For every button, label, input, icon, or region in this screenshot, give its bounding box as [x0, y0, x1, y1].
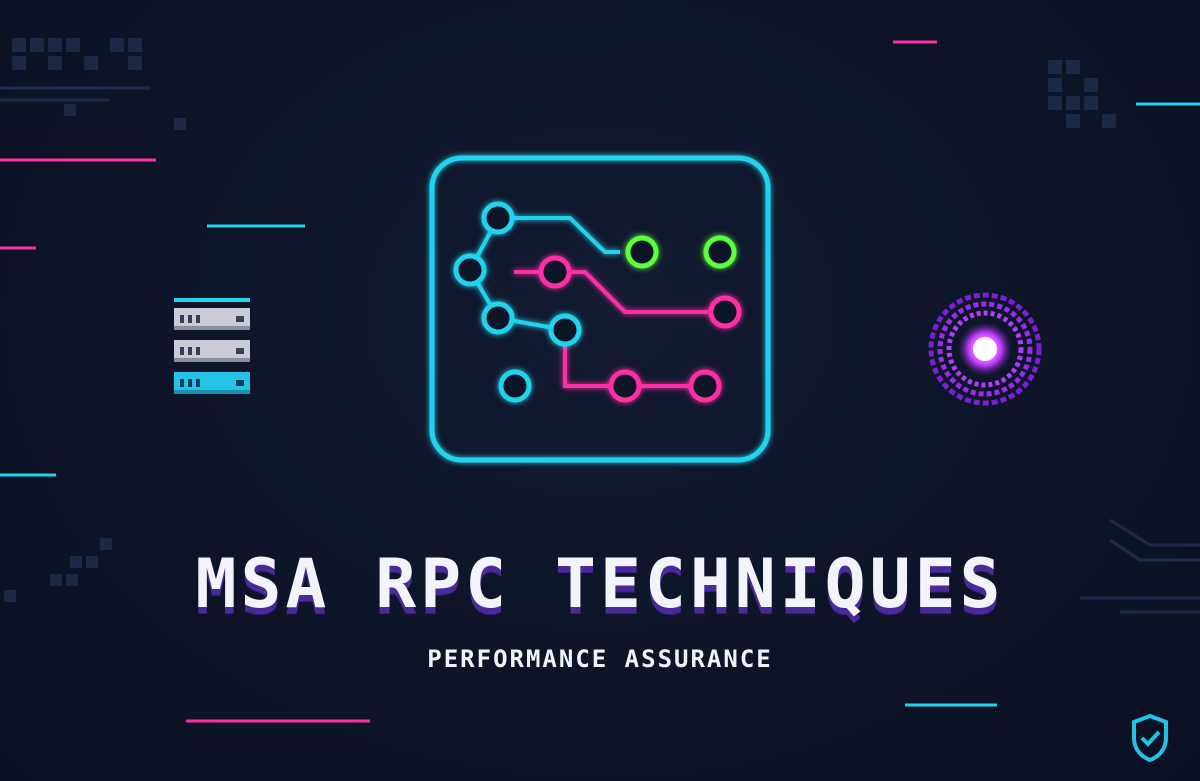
- graph-node: [538, 255, 572, 289]
- neon-accent-lines: [0, 40, 1200, 723]
- page-title: MSA RPC TECHNIQUES: [195, 545, 1005, 624]
- graph-node: [481, 301, 515, 335]
- pixel-cluster-top-left: [12, 38, 186, 130]
- glowing-orb-icon: [928, 292, 1042, 406]
- network-graph-icon: [429, 155, 771, 463]
- shield-check-icon: [1132, 713, 1168, 763]
- page-subtitle: PERFORMANCE ASSURANCE: [427, 645, 773, 673]
- graph-node: [481, 201, 515, 235]
- graph-node: [453, 253, 487, 287]
- graph-node: [625, 235, 659, 269]
- graph-node: [498, 369, 532, 403]
- pixel-cluster-top-right: [1048, 60, 1116, 128]
- graph-node: [548, 313, 582, 347]
- graph-node: [703, 235, 737, 269]
- circuit-lines-top-left: [0, 86, 150, 102]
- server-stack-icon: [174, 298, 250, 394]
- graph-node: [708, 295, 742, 329]
- circuit-lines-bottom-right: [1080, 518, 1200, 614]
- graph-frame: [429, 155, 771, 463]
- graph-node: [688, 369, 722, 403]
- graph-node: [608, 369, 642, 403]
- pixel-cluster-bottom-left: [4, 538, 112, 602]
